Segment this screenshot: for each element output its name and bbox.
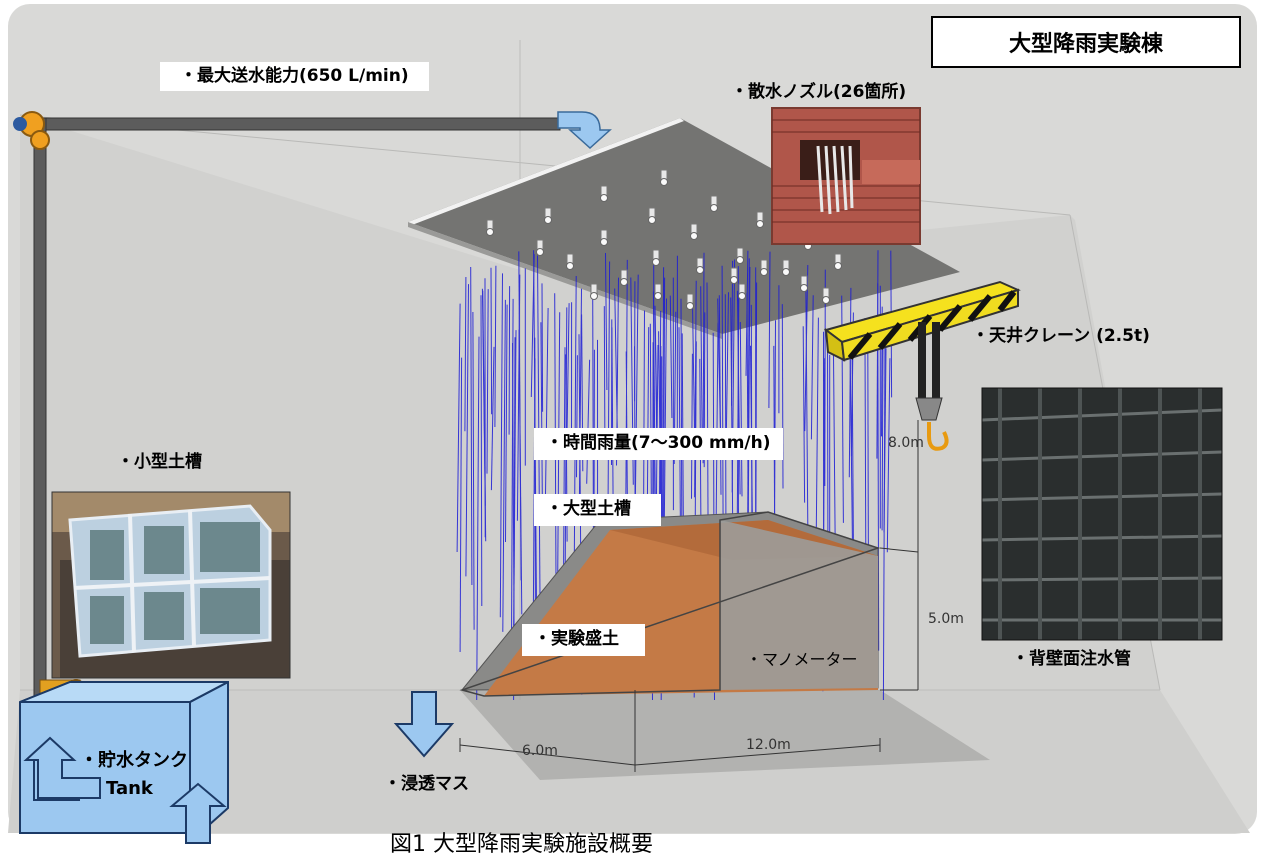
label-test-embankment: ・実験盛土 <box>522 624 645 656</box>
label-ceiling-crane: ・天井クレーン (2.5t) <box>972 328 1150 345</box>
nozzle <box>823 288 830 304</box>
label-large-soil-tank: ・大型土槽 <box>534 494 661 526</box>
label-tank-en: Tank <box>106 778 153 799</box>
nozzle <box>761 260 768 276</box>
nozzle <box>591 284 598 300</box>
page-title: 大型降雨実験棟 <box>931 16 1241 68</box>
label-small-soil-tank: ・小型土槽 <box>117 454 202 471</box>
nozzle <box>711 196 718 212</box>
label-spray-nozzles: ・散水ノズル(26箇所) <box>731 84 906 101</box>
nozzle <box>661 170 668 186</box>
nozzle <box>739 284 746 300</box>
nozzle <box>601 186 608 202</box>
nozzle <box>545 208 552 224</box>
label-hourly-rainfall: ・時間雨量(7〜300 mm/h) <box>534 428 783 460</box>
nozzle <box>621 270 628 286</box>
figure-caption: 図1 大型降雨実験施設概要 <box>390 826 653 858</box>
nozzle <box>655 284 662 300</box>
rain-streak <box>782 304 783 488</box>
nozzle <box>731 268 738 284</box>
nozzle-photo <box>772 108 920 244</box>
nozzle <box>687 294 694 310</box>
rain-streak <box>491 268 492 415</box>
label-storage-tank: ・貯水タンク <box>80 746 188 772</box>
label-seepage-box: ・浸透マス <box>384 776 469 793</box>
nozzle <box>691 224 698 240</box>
dimension-5m: 5.0m <box>928 612 964 626</box>
nozzle <box>537 240 544 256</box>
nozzle <box>487 220 494 236</box>
nozzle <box>835 254 842 270</box>
nozzle <box>601 230 608 246</box>
rain-streak <box>542 283 543 411</box>
nozzle <box>653 250 660 266</box>
nozzle <box>567 254 574 270</box>
small-soil-tank-photo <box>52 492 290 678</box>
back-wall-pipes-photo <box>982 388 1222 640</box>
nozzle <box>801 276 808 292</box>
nozzle <box>737 248 744 264</box>
dimension-6m: 6.0m <box>522 744 558 758</box>
rain-streak <box>535 338 536 618</box>
label-back-wall-pipes: ・背壁面注水管 <box>1012 651 1131 668</box>
nozzle <box>757 212 764 228</box>
label-manometer: ・マノメーター <box>746 652 858 668</box>
dimension-12m: 12.0m <box>746 738 791 752</box>
rain-streak <box>509 286 510 435</box>
nozzle <box>783 260 790 276</box>
nozzle <box>697 258 704 274</box>
rain-streak <box>604 306 605 448</box>
dimension-8m: 8.0m <box>888 436 924 450</box>
label-max-pump-capacity: ・最大送水能力(650 L/min) <box>160 62 429 91</box>
nozzle <box>649 208 656 224</box>
